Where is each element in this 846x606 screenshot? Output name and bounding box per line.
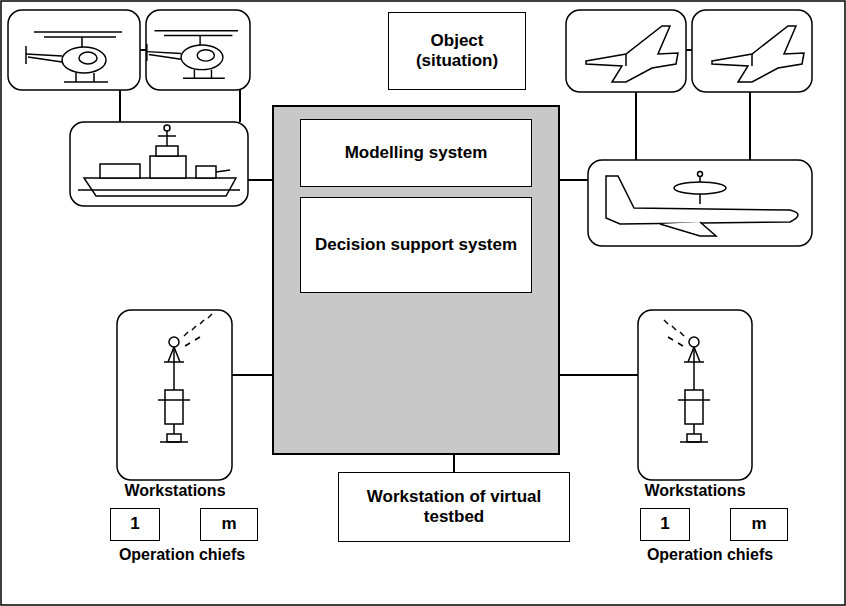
group-label: Workstations bbox=[644, 482, 745, 500]
group-label: Operation chiefs bbox=[119, 546, 245, 564]
workstation-number: m bbox=[200, 508, 258, 541]
node-text: 1 bbox=[130, 514, 139, 534]
node-text: m bbox=[751, 514, 766, 534]
testbed-box: Workstation of virtual testbed bbox=[338, 472, 570, 542]
node-text: Decision support system bbox=[315, 235, 517, 255]
group-label: Workstations bbox=[124, 482, 225, 500]
node-text: Modelling system bbox=[345, 143, 488, 163]
workstation-number: m bbox=[730, 508, 788, 541]
decision-box: Decision support system bbox=[300, 197, 532, 293]
workstation-number: 1 bbox=[110, 508, 160, 541]
node-text: 1 bbox=[660, 514, 669, 534]
modelling-box: Modelling system bbox=[300, 119, 532, 187]
node-text: Workstation of virtual testbed bbox=[339, 487, 569, 528]
system-block: Modelling systemDecision support system bbox=[272, 105, 560, 455]
workstation-number: 1 bbox=[640, 508, 690, 541]
object-box: Object (situation) bbox=[388, 12, 526, 90]
connector-line bbox=[453, 455, 455, 472]
node-text: m bbox=[221, 514, 236, 534]
node-text: Object (situation) bbox=[389, 31, 525, 72]
group-label: Operation chiefs bbox=[647, 546, 773, 564]
